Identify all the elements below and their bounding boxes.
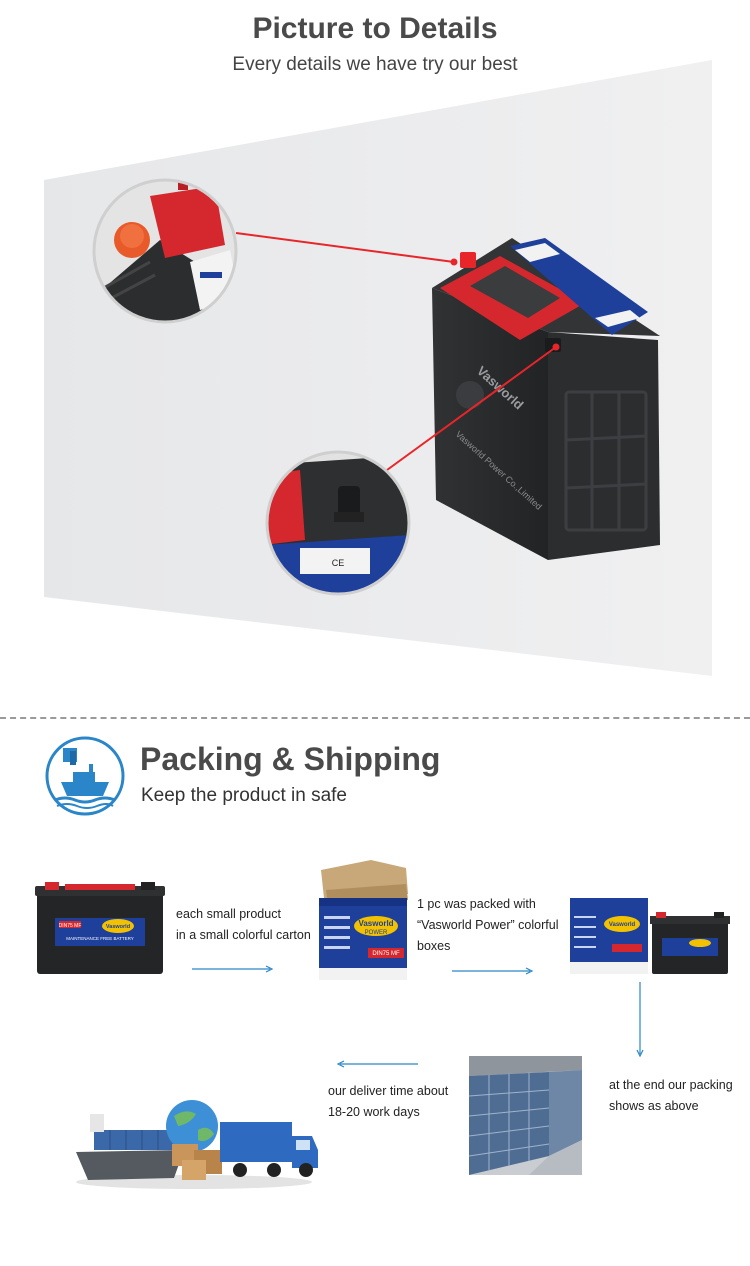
- arrow-down: [636, 982, 644, 1058]
- pointer-line-positive: [235, 232, 455, 263]
- svg-text:CE: CE: [332, 558, 345, 568]
- carton-box-image: Vasworld POWER DIN75 MF: [319, 860, 408, 980]
- packing-subtitle: Keep the product in safe: [141, 785, 347, 806]
- arrow-right-1: [192, 965, 274, 973]
- arrow-right-2: [452, 967, 534, 975]
- step1-caption: each small product in a small colorful c…: [176, 907, 311, 942]
- details-title: Picture to Details: [252, 12, 498, 45]
- svg-text:Vasworld: Vasworld: [609, 922, 636, 928]
- step3-caption: at the end our packing shows as above: [609, 1078, 733, 1113]
- zoom-circle-negative-terminal: CE: [265, 450, 411, 596]
- step4-caption: our deliver time about 18-20 work days: [328, 1084, 449, 1119]
- warehouse-pallets-image: [469, 1056, 582, 1175]
- packing-title: Packing & Shipping: [140, 741, 441, 777]
- battery-image: Vasworld Power Co.,Limited Vasworld: [432, 238, 660, 560]
- details-subtitle: Every details we have try our best: [232, 54, 518, 75]
- svg-text:DIN75 MF: DIN75 MF: [59, 923, 82, 929]
- svg-text:Vasworld: Vasworld: [106, 924, 130, 930]
- svg-text:DIN75 MF: DIN75 MF: [372, 951, 400, 957]
- svg-text:Vasworld: Vasworld: [358, 919, 393, 928]
- battery-detail-illustration: Vasworld Power Co.,Limited Vasworld: [44, 60, 712, 676]
- arrow-left: [336, 1060, 418, 1068]
- svg-text:POWER: POWER: [365, 930, 388, 936]
- box-and-battery-image: Vasworld: [570, 898, 730, 974]
- shipping-icon: [45, 736, 125, 816]
- svg-text:MAINTENANCE FREE BATTERY: MAINTENANCE FREE BATTERY: [66, 936, 134, 941]
- pointer-line-negative: [386, 346, 557, 471]
- battery-product-image: DIN75 MF Vasworld MAINTENANCE FREE BATTE…: [35, 882, 165, 974]
- section-divider: [0, 717, 750, 719]
- step2-caption: 1 pc was packed with “Vasworld Power” co…: [417, 897, 559, 953]
- logistics-image: [76, 1100, 318, 1189]
